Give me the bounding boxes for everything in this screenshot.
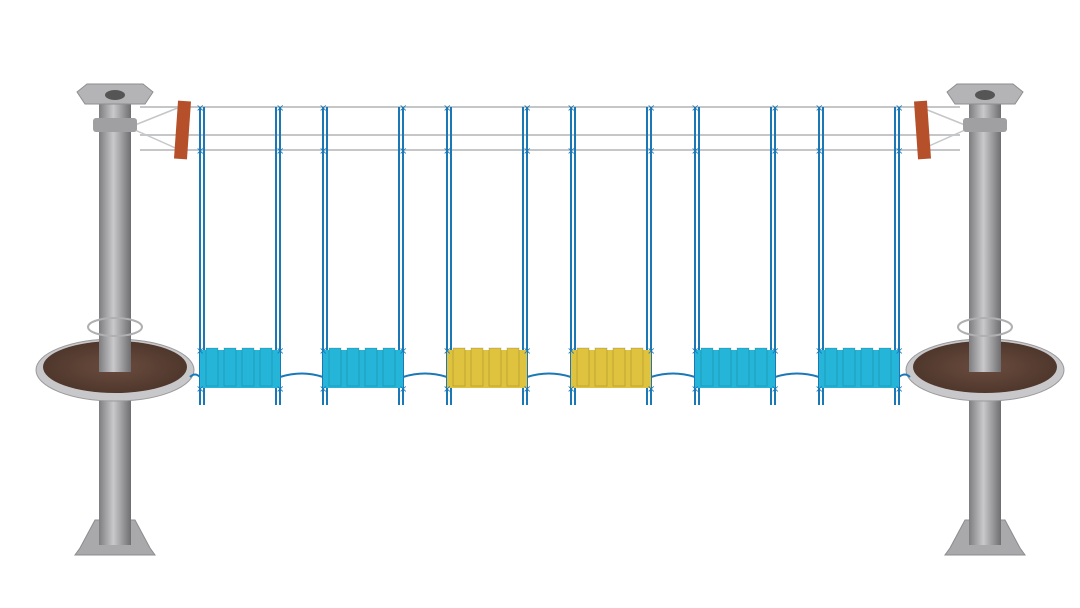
seat-slat: [205, 347, 219, 387]
rope-knot: ×: [771, 346, 779, 357]
rope-knot: ×: [523, 146, 531, 157]
seat-slat: [452, 347, 466, 387]
pole-top-hole: [975, 90, 995, 100]
wooden-end-block: [173, 100, 192, 160]
hand-ring: [87, 317, 143, 337]
rope-knot: ×: [691, 103, 699, 114]
seat-slat: [328, 347, 342, 387]
seat-slat: [506, 347, 520, 387]
linking-rope: [650, 372, 696, 378]
rope-knot: ×: [399, 146, 407, 157]
rope-knot: ×: [567, 384, 575, 395]
rope-knot: ×: [399, 103, 407, 114]
rope-knot: ×: [895, 384, 903, 395]
rope-knot: ×: [895, 346, 903, 357]
rope-knot: ×: [443, 346, 451, 357]
rope-knot: ×: [523, 103, 531, 114]
seat-slat: [241, 347, 255, 387]
swing-seats: [200, 347, 899, 388]
seat-slat: [223, 347, 237, 387]
rope-knot: ×: [276, 103, 284, 114]
rope-knot: ×: [319, 146, 327, 157]
rope-knot: ×: [319, 346, 327, 357]
rope-knot: ×: [771, 146, 779, 157]
rope-knot: ×: [319, 103, 327, 114]
rope-knot: ×: [815, 384, 823, 395]
seat-slat: [594, 347, 608, 387]
rope-knot: ×: [895, 103, 903, 114]
linking-rope: [898, 373, 911, 378]
rope-knot: ×: [647, 146, 655, 157]
linking-rope: [279, 372, 324, 378]
rope-knots: × × × × × × × × × × × × × × × × × × × × × × × × × × × × × × × × × × × × × × × ×…: [196, 103, 903, 395]
poles: [35, 83, 1065, 556]
seat-slat: [630, 347, 644, 387]
rope-knot: ×: [647, 103, 655, 114]
top-cables: [134, 100, 966, 160]
rope-knot: ×: [567, 103, 575, 114]
seat-slat: [878, 347, 892, 387]
rope-knot: ×: [815, 103, 823, 114]
seat-slat: [259, 347, 273, 387]
rope-knot: ×: [196, 103, 204, 114]
cable-clamp: [93, 118, 137, 132]
seat-slat: [754, 347, 768, 387]
rope-knot: ×: [815, 146, 823, 157]
rope-knot: ×: [771, 103, 779, 114]
seat-slat: [612, 347, 626, 387]
seat-slat: [718, 347, 732, 387]
seat-slat: [470, 347, 484, 387]
rope-knot: ×: [567, 146, 575, 157]
cable-clamp: [963, 118, 1007, 132]
rope-knot: ×: [276, 146, 284, 157]
rope-knot: ×: [196, 346, 204, 357]
rope-knot: ×: [771, 384, 779, 395]
rope-knot: ×: [443, 146, 451, 157]
rope-knot: ×: [443, 103, 451, 114]
seat-slat: [842, 347, 856, 387]
seat-slat: [382, 347, 396, 387]
seat-slat: [576, 347, 590, 387]
rope-knot: ×: [196, 384, 204, 395]
seat-slat: [700, 347, 714, 387]
rope-knot: ×: [523, 384, 531, 395]
rope-knot: ×: [815, 346, 823, 357]
linking-rope: [189, 373, 201, 378]
linking-rope: [774, 372, 820, 378]
seat-slat: [824, 347, 838, 387]
seat-slat: [860, 347, 874, 387]
seat-slat: [364, 347, 378, 387]
rope-knot: ×: [691, 384, 699, 395]
rope-knot: ×: [567, 346, 575, 357]
guy-cable: [134, 129, 181, 151]
rope-knot: ×: [691, 346, 699, 357]
rope-knot: ×: [196, 146, 204, 157]
rope-knot: ×: [895, 146, 903, 157]
rope-knot: ×: [691, 146, 699, 157]
rope-knot: ×: [276, 346, 284, 357]
rope-knot: ×: [319, 384, 327, 395]
swing-ropes: [189, 107, 911, 405]
seat-slat: [346, 347, 360, 387]
rope-knot: ×: [523, 346, 531, 357]
rope-knot: ×: [647, 384, 655, 395]
hand-ring: [957, 317, 1013, 337]
pole-top-hole: [105, 90, 125, 100]
rope-knot: ×: [399, 384, 407, 395]
pole: [99, 100, 131, 545]
seat-slat: [736, 347, 750, 387]
wooden-end-block: [913, 100, 932, 160]
rope-knot: ×: [443, 384, 451, 395]
rope-knot: ×: [399, 346, 407, 357]
rope-knot: ×: [647, 346, 655, 357]
guy-cable: [134, 106, 181, 126]
linking-rope: [402, 372, 448, 378]
seat-slat: [488, 347, 502, 387]
rope-knot: ×: [276, 384, 284, 395]
pole: [969, 100, 1001, 545]
linking-rope: [526, 372, 572, 378]
